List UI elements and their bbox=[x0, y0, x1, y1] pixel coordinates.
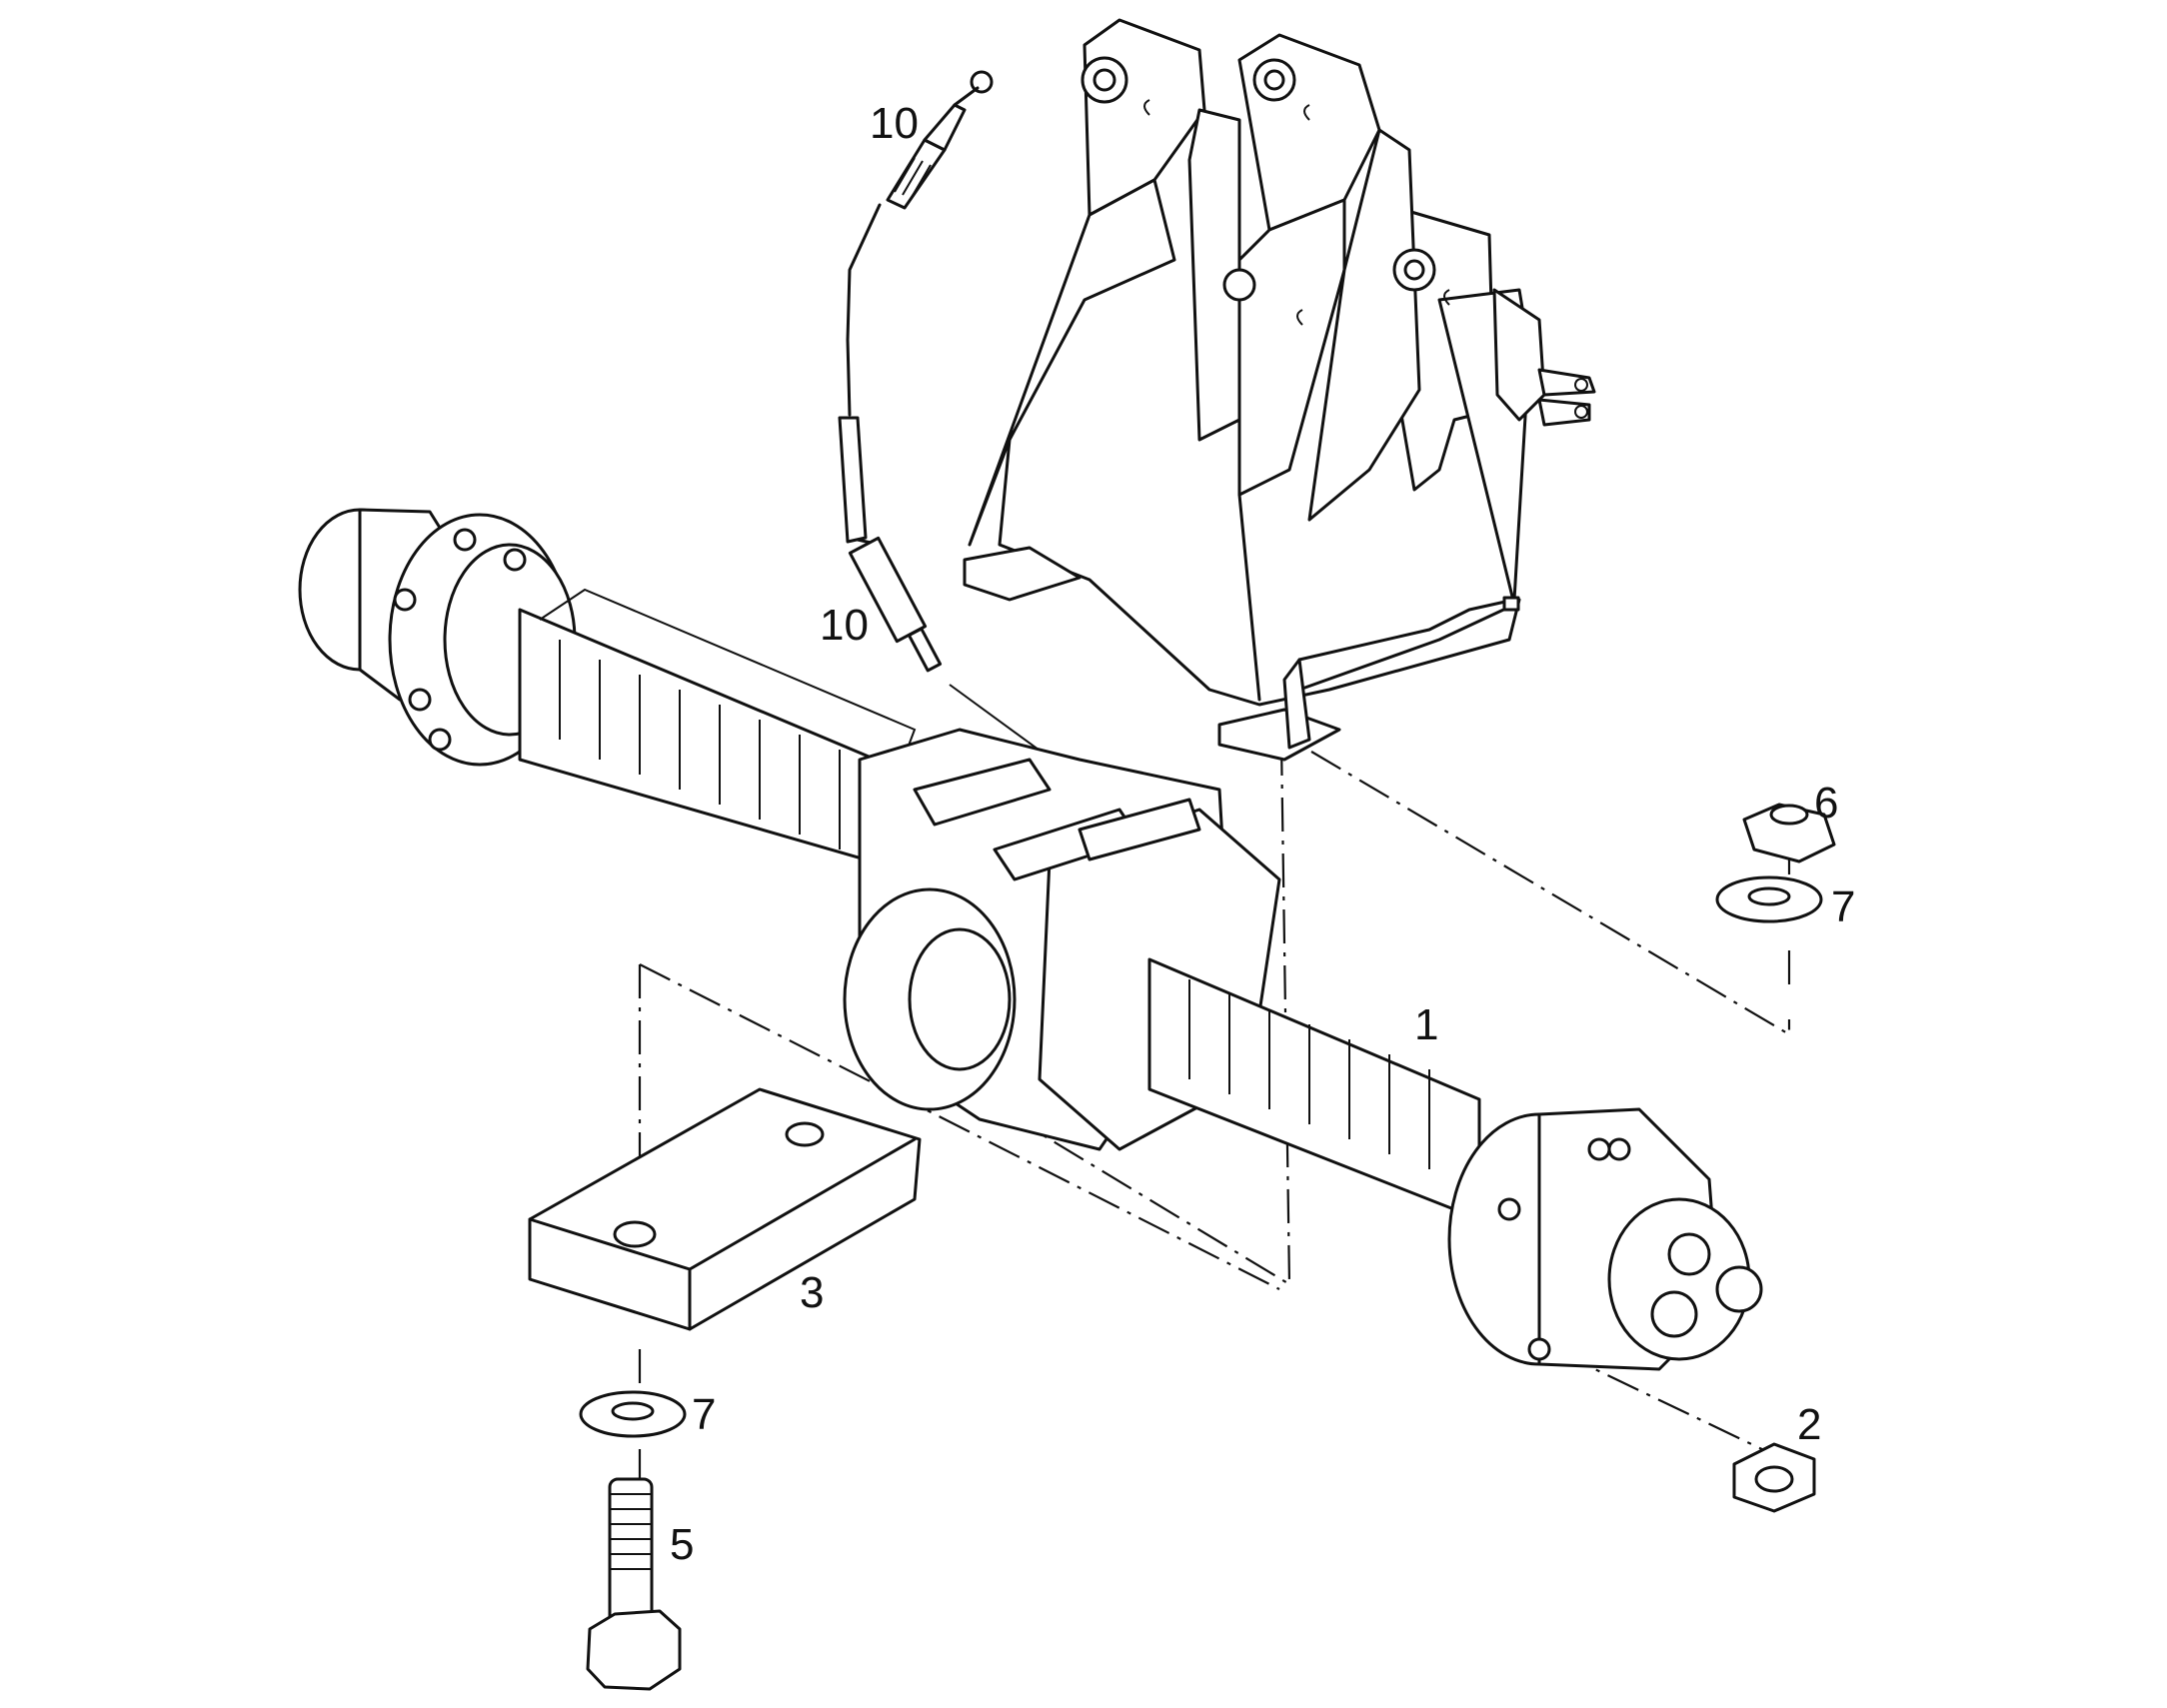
callout-6: 6 bbox=[1814, 779, 1838, 828]
cable-assembly bbox=[838, 70, 1081, 781]
washer-upper bbox=[1715, 875, 1823, 923]
callout-10-lower: 10 bbox=[820, 601, 869, 650]
mounting-plate bbox=[528, 1087, 922, 1331]
axle-assembly bbox=[298, 508, 1763, 1371]
washer-lower bbox=[579, 1390, 687, 1438]
mounting-frame bbox=[963, 18, 1596, 762]
hex-nut bbox=[1742, 803, 1836, 863]
flange-nut bbox=[1732, 1442, 1816, 1513]
callout-labels: 10 10 1 6 7 3 7 5 2 bbox=[670, 99, 1855, 1569]
callout-7-lower: 7 bbox=[692, 1390, 716, 1439]
callout-7-upper: 7 bbox=[1831, 882, 1855, 931]
hex-bolt bbox=[586, 1477, 682, 1691]
callout-10-top: 10 bbox=[870, 99, 919, 148]
callout-3: 3 bbox=[800, 1268, 824, 1317]
callout-5: 5 bbox=[670, 1520, 694, 1569]
callout-1: 1 bbox=[1414, 1000, 1438, 1049]
callout-2: 2 bbox=[1797, 1400, 1821, 1449]
